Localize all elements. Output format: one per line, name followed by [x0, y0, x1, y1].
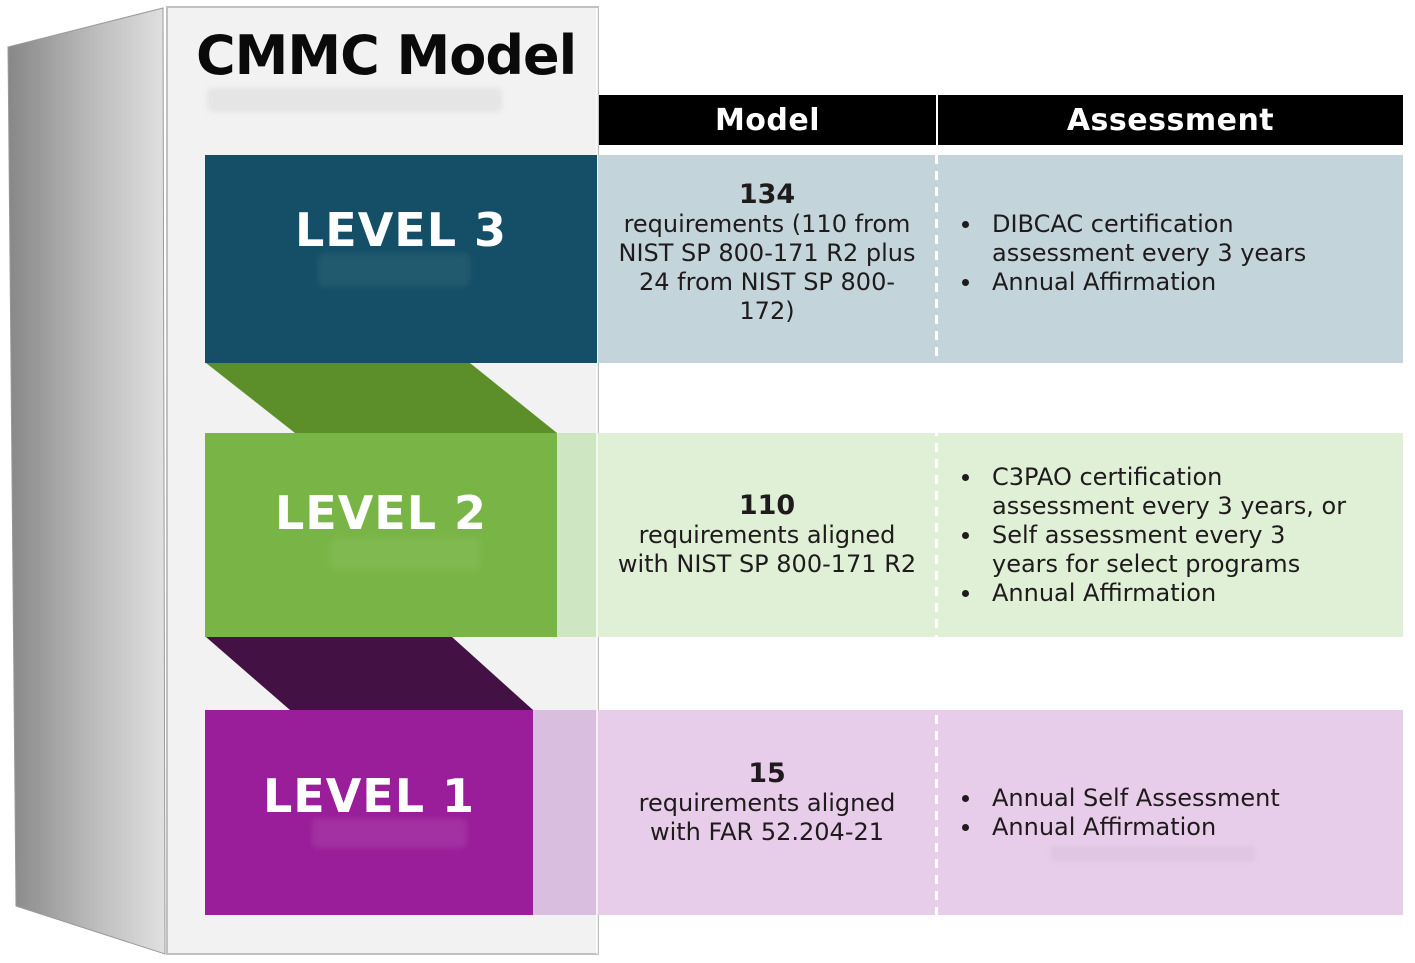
- level3-assessment-list: DIBCAC certification assessment every 3 …: [938, 210, 1403, 297]
- level1-row-background: [598, 710, 1403, 915]
- level1-erased-ghost: [312, 818, 467, 848]
- level3-model-cell: 134 requirements (110 from NIST SP 800-1…: [582, 155, 952, 363]
- level1-label: LEVEL 1: [262, 768, 476, 823]
- column-header-assessment-label: Assessment: [1066, 102, 1275, 138]
- level1-requirement-count: 15: [748, 757, 786, 789]
- level1-row-tint: [533, 710, 598, 915]
- assessment-list-item: Annual Self Assessment: [938, 784, 1403, 813]
- level2-requirement-count: 110: [738, 490, 796, 521]
- column-header-model-label: Model: [714, 102, 821, 138]
- level2-model-cell: 110 requirements aligned with NIST SP 80…: [582, 433, 952, 637]
- level3-label: LEVEL 3: [294, 203, 508, 257]
- level3-assessment-cell: DIBCAC certification assessment every 3 …: [938, 155, 1403, 363]
- assessment-list-item: Annual Affirmation: [938, 268, 1403, 297]
- level3-requirement-count: 134: [738, 179, 796, 210]
- level2-assessment-list: C3PAO certification assessment every 3 y…: [938, 463, 1403, 608]
- level1-requirement-description: requirements aligned with FAR 52.204-21: [638, 788, 896, 846]
- level3-banner: LEVEL 3: [205, 155, 597, 363]
- assessment-list-item: Annual Affirmation: [938, 813, 1403, 842]
- level1-assessment-list: Annual Self Assessment Annual Affirmatio…: [938, 784, 1403, 842]
- column-header-assessment: Assessment: [938, 95, 1403, 145]
- level3-row-background: [598, 155, 1403, 363]
- column-header-model: Model: [599, 95, 936, 145]
- level2-row-tint: [557, 433, 598, 637]
- panel-edge-seam: [596, 8, 598, 954]
- level2-label: LEVEL 2: [274, 486, 488, 540]
- assessment-list-item: C3PAO certification assessment every 3 y…: [938, 463, 1403, 521]
- level2-banner: LEVEL 2: [205, 433, 557, 637]
- page-title: CMMC Model: [196, 24, 577, 87]
- level2-erased-ghost: [330, 538, 480, 570]
- level1-model-cell: 15 requirements aligned with FAR 52.204-…: [582, 710, 952, 915]
- level2-requirement-description: requirements aligned with NIST SP 800-17…: [617, 521, 917, 578]
- level1-banner: LEVEL 1: [205, 710, 533, 915]
- assessment-list-item: Annual Affirmation: [938, 579, 1403, 608]
- level3-erased-ghost: [318, 253, 470, 287]
- assessment-list-item: DIBCAC certification assessment every 3 …: [938, 210, 1403, 268]
- title-erased-ghost: [207, 88, 502, 112]
- erased-text-artifact: [1050, 846, 1255, 862]
- level2-assessment-cell: C3PAO certification assessment every 3 y…: [938, 433, 1403, 637]
- fold-level2-to-level1: [206, 637, 533, 710]
- column-divider-dashed-line: [935, 155, 938, 915]
- level1-assessment-cell: Annual Self Assessment Annual Affirmatio…: [938, 710, 1403, 915]
- level3-requirement-description: requirements (110 from NIST SP 800-171 R…: [618, 210, 916, 325]
- panel-side-face: [7, 7, 166, 955]
- level2-row-background: [598, 433, 1403, 637]
- fold-level3-to-level2: [206, 363, 557, 433]
- assessment-list-item: Self assessment every 3 years for select…: [938, 521, 1403, 579]
